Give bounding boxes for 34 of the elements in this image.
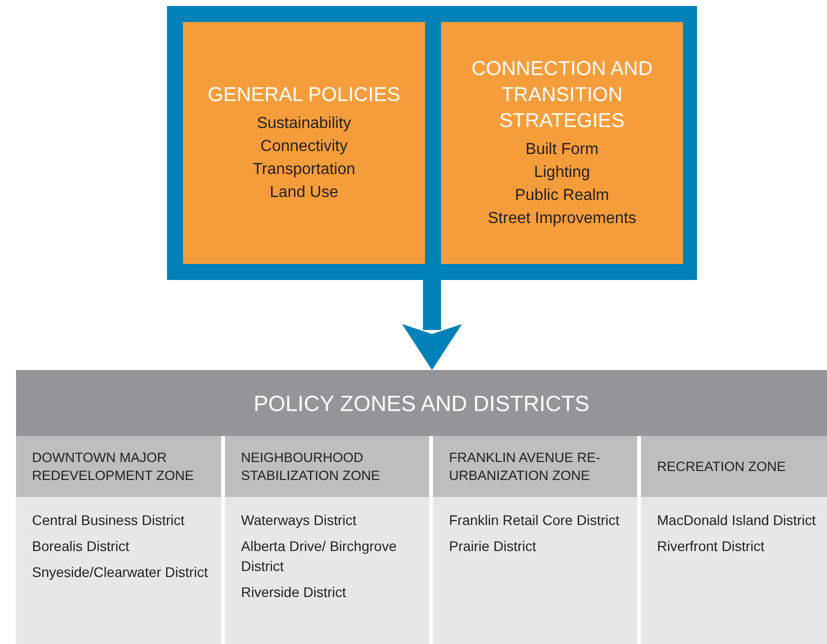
zones-panel xyxy=(16,370,827,644)
list-item: Connectivity xyxy=(260,137,348,157)
zone-column xyxy=(225,436,429,644)
zone-column xyxy=(433,436,637,644)
zone-column xyxy=(16,436,221,644)
policy-box xyxy=(441,22,683,264)
list-item: Built Form xyxy=(526,140,598,160)
zone-header: DOWNTOWN MAJOR REDEVELOPMENT ZONE xyxy=(16,436,221,497)
list-item: Sustainability xyxy=(256,114,352,134)
zone-header: NEIGHBOURHOOD STABILIZATION ZONE xyxy=(225,436,429,497)
list-item: Street Improvements xyxy=(488,209,636,229)
box-heading: CONNECTION AND TRANSITION STRATEGIES xyxy=(470,57,654,134)
zone-header: FRANKLIN AVENUE RE-URBANIZATION ZONE xyxy=(433,436,637,497)
district-name: Central Business District xyxy=(32,511,186,530)
policy-box xyxy=(183,22,425,264)
box-heading: GENERAL POLICIES xyxy=(208,83,400,108)
district-name: Waterways District xyxy=(241,511,358,530)
list-item: Public Realm xyxy=(514,186,610,206)
arrow xyxy=(402,280,462,370)
district-name: MacDonald Island District xyxy=(657,511,817,530)
zone-column xyxy=(641,436,827,644)
panel-header: POLICY ZONES AND DISTRICTS xyxy=(16,370,827,436)
list-item: Transportation xyxy=(252,160,356,180)
district-name: Alberta Drive/ Birchgrove District xyxy=(241,537,398,576)
list-item: Lighting xyxy=(534,163,590,183)
district-name: Riverside District xyxy=(241,583,348,602)
district-name: Riverfront District xyxy=(657,537,766,556)
district-name: Snyeside/Clearwater District xyxy=(32,563,209,582)
zone-header: RECREATION ZONE xyxy=(641,436,827,497)
district-name: Borealis District xyxy=(32,537,130,556)
policy-frame xyxy=(167,6,697,280)
district-name: Franklin Retail Core District xyxy=(449,511,620,530)
list-item: Land Use xyxy=(270,183,338,203)
district-name: Prairie District xyxy=(449,537,538,556)
